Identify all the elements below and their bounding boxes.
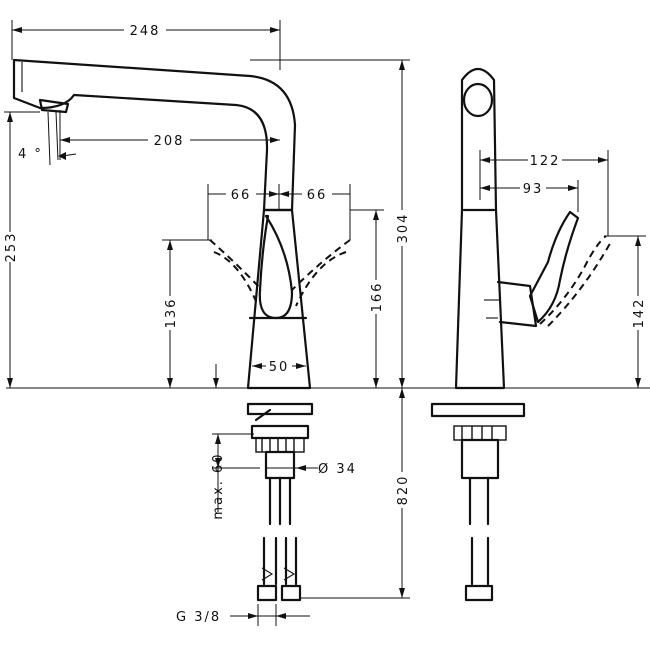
side-lever-base xyxy=(496,280,538,328)
lever-swing-right-2 xyxy=(295,251,347,307)
dim-connection: G 3/8 xyxy=(176,610,221,625)
side-shank xyxy=(460,438,500,480)
mount-nut xyxy=(250,424,310,440)
dim-lever-swing-left: 66 xyxy=(231,188,252,203)
lever-swing-left xyxy=(209,239,263,291)
side-deck-plate xyxy=(430,402,526,418)
threaded-shank xyxy=(264,450,296,480)
dim-lever-swing-right: 66 xyxy=(307,188,328,203)
side-lever xyxy=(528,210,580,324)
dim-side-lever-height: 142 xyxy=(632,298,647,329)
connector-right xyxy=(280,584,302,602)
side-lever-swing-2 xyxy=(547,239,613,327)
dim-max-deck-thickness: max. 60 xyxy=(211,452,226,519)
side-spout-head xyxy=(462,82,494,118)
deck-clip xyxy=(254,408,272,422)
dim-total-height: 304 xyxy=(396,213,411,244)
spray-outlet xyxy=(38,98,70,114)
lever-swing-left-2 xyxy=(213,251,259,307)
dim-spout-reach: 248 xyxy=(130,24,161,39)
dim-lever-top-height: 166 xyxy=(370,282,385,313)
dim-hose-length: 820 xyxy=(396,475,411,506)
angle-line xyxy=(47,111,51,166)
dim-base-diameter: 50 xyxy=(269,360,290,375)
dim-lever-height: 136 xyxy=(164,298,179,329)
hose-crimp xyxy=(261,567,296,581)
lever-swing-right xyxy=(291,239,351,291)
connector-left xyxy=(256,584,278,602)
dim-side-reach-inner: 93 xyxy=(523,182,544,197)
lever-front xyxy=(258,214,294,320)
dim-side-reach-outer: 122 xyxy=(530,154,561,169)
thread-block xyxy=(255,437,305,453)
dim-hole-diameter: Ø 34 xyxy=(318,462,357,477)
dim-outlet-height: 253 xyxy=(4,232,19,263)
dim-spray-angle: 4 ° xyxy=(18,147,43,162)
spout-outline xyxy=(12,58,297,212)
dim-reach-to-body: 208 xyxy=(154,134,185,149)
side-lever-swing xyxy=(539,235,607,325)
deck-plate xyxy=(246,402,314,416)
side-connector xyxy=(464,584,494,602)
